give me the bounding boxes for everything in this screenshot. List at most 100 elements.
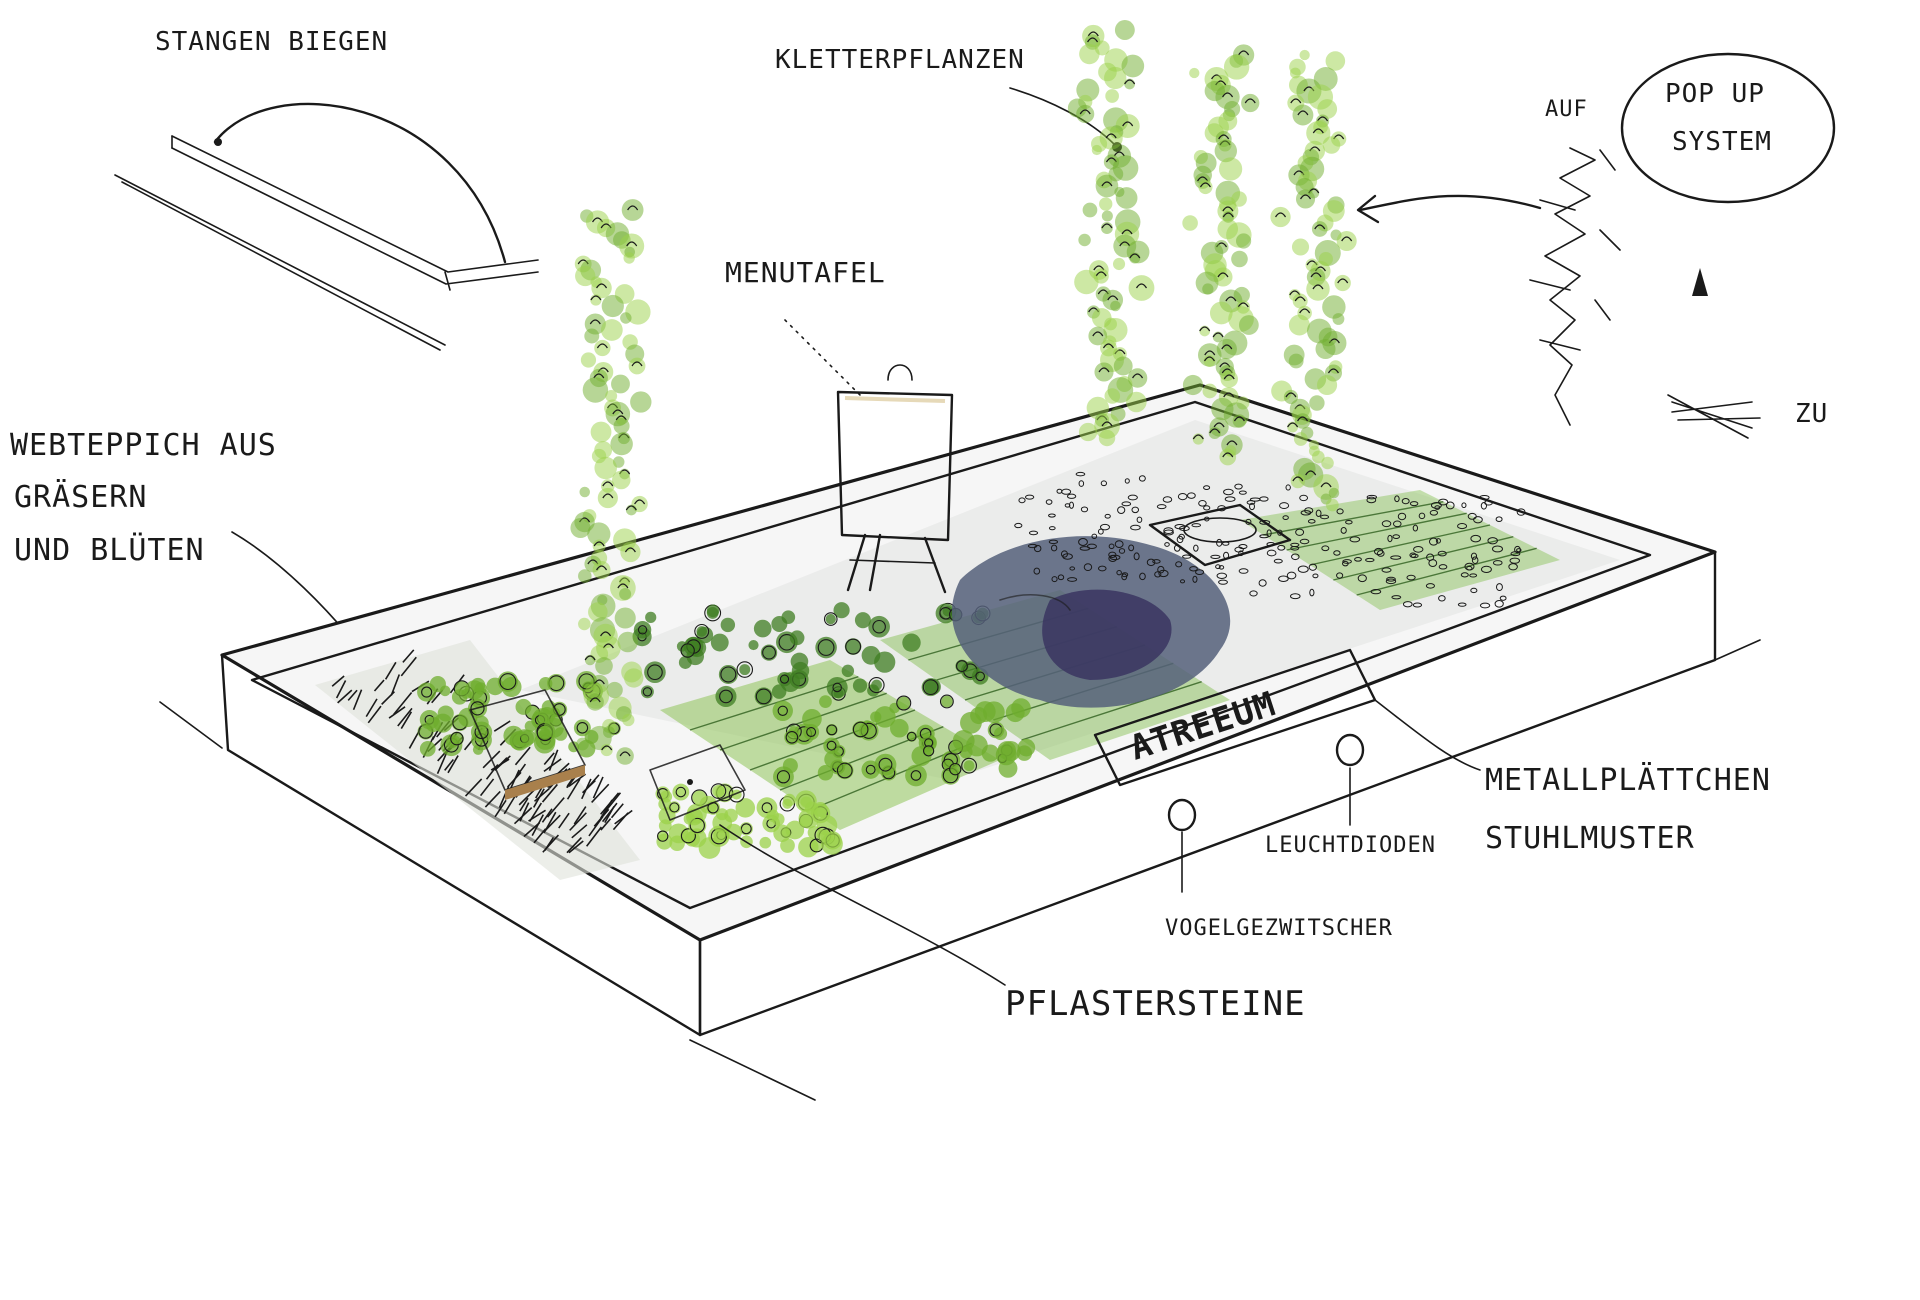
leaf-blob [1121, 54, 1145, 78]
leaf-blob [1182, 215, 1198, 231]
grass-stroke [335, 680, 347, 699]
leaf-blob [1220, 370, 1238, 388]
shrub-blob [712, 784, 725, 798]
leaf-blob [590, 421, 612, 443]
leaf-blob [1104, 66, 1127, 90]
shrub-blob [547, 673, 566, 693]
grass-stroke [519, 802, 530, 822]
shrub-blob [683, 812, 696, 825]
leaf-blob [1270, 206, 1291, 228]
shrub-blob [955, 659, 969, 673]
shrub-blob [994, 727, 1008, 741]
wooden-bench-1 [469, 689, 586, 800]
grass-stroke [390, 674, 401, 696]
shrub-blob [720, 617, 736, 633]
leaf-blob [1182, 374, 1204, 396]
leaf-stroke [1221, 344, 1233, 350]
grass-stroke [544, 814, 561, 831]
grass-stroke [569, 812, 587, 831]
label-metallplaettchen: METALLPLÄTTCHEN [1485, 762, 1771, 798]
grass-stroke [528, 809, 546, 822]
gravel-stone [1425, 583, 1435, 589]
gravel-stone [1290, 593, 1301, 600]
gravel-stone [1224, 496, 1236, 502]
gravel-stone [1299, 494, 1309, 502]
shrub-blob [680, 643, 695, 658]
leaf-blob [1321, 456, 1334, 470]
leaf-stroke [1299, 308, 1311, 314]
gravel-stone [1033, 544, 1042, 553]
shrub-blob [854, 612, 871, 629]
shrub-blob [902, 633, 921, 652]
shrub-outline [872, 619, 886, 634]
gravel-stone [1218, 579, 1228, 585]
leaf-blob [625, 299, 651, 325]
shrub-outline [689, 817, 705, 834]
shrub-blob [773, 766, 794, 788]
label-kletterpflanzen: KLETTERPFLANZEN [775, 45, 1025, 75]
shrub-outline [755, 688, 772, 705]
grass-stroke [566, 778, 581, 800]
shrub-blob [633, 621, 652, 639]
leaf-stroke [1113, 151, 1125, 157]
shrub-blob [791, 661, 810, 680]
gravel-stone [1195, 569, 1205, 576]
leaf-blob [1334, 274, 1351, 292]
gravel-stone [1033, 567, 1041, 575]
grass-stroke [397, 707, 413, 727]
gravel-stone [1121, 501, 1132, 507]
gravel-stone [1336, 508, 1344, 515]
pop-up-bubble [1620, 52, 1836, 204]
gravel-path [1014, 471, 1526, 609]
shrub-blob [706, 604, 720, 618]
gravel-stone [1282, 515, 1289, 520]
gravel-stone [1413, 545, 1424, 553]
gravel-stone [1428, 559, 1438, 568]
gravel-stone [1297, 565, 1309, 573]
light-diode-1 [1335, 733, 1365, 767]
shrub-blob [772, 700, 793, 721]
leaf-blob [575, 265, 596, 287]
label-zu: ZU [1795, 399, 1828, 429]
shrub-blob [771, 684, 787, 699]
leaf-blob [1241, 93, 1260, 113]
lawn-line [1309, 524, 1491, 566]
leaf-blob [587, 522, 611, 546]
leaf-blob [1115, 187, 1138, 209]
leaf-stroke [1297, 110, 1309, 116]
gravel-stone [1307, 519, 1316, 524]
gravel-stone [1056, 488, 1063, 494]
gravel-stone [1097, 528, 1104, 535]
shrub-blob [802, 709, 822, 729]
gravel-stone [1370, 589, 1382, 595]
gravel-stone [1381, 567, 1392, 573]
shrub-outline [647, 664, 663, 681]
leaf-stroke [1121, 229, 1133, 235]
gravel-stone [1402, 601, 1413, 608]
gravel-stone [1385, 578, 1397, 585]
gravel-stone [1480, 565, 1492, 574]
gravel-stone [1469, 573, 1478, 578]
grass-stroke [610, 803, 624, 819]
leaf-stroke [1226, 440, 1238, 446]
leader-pflastersteine [719, 824, 1006, 986]
shrub-outline [777, 705, 788, 716]
gravel-stone [1457, 523, 1468, 530]
shrub-blob [524, 720, 536, 732]
gravel-stone [1080, 506, 1089, 513]
shrub-blob [825, 613, 836, 625]
grass-stroke [331, 675, 345, 687]
climbing-plant-column [1182, 44, 1260, 466]
gravel-stone [1216, 538, 1223, 547]
leaf-blob [1198, 179, 1213, 195]
label-stuhlmuster: STUHLMUSTER [1485, 821, 1695, 856]
shrub-outline [694, 623, 710, 639]
gravel-stone [1045, 499, 1053, 505]
gravel-stone [1470, 587, 1478, 594]
leaf-blob [584, 328, 600, 344]
grass-stroke [588, 816, 604, 837]
label-pop-up: POP UP [1665, 79, 1765, 109]
leaf-stroke [615, 415, 627, 421]
leaf-stroke [1238, 50, 1250, 56]
leaf-blob [600, 319, 623, 341]
